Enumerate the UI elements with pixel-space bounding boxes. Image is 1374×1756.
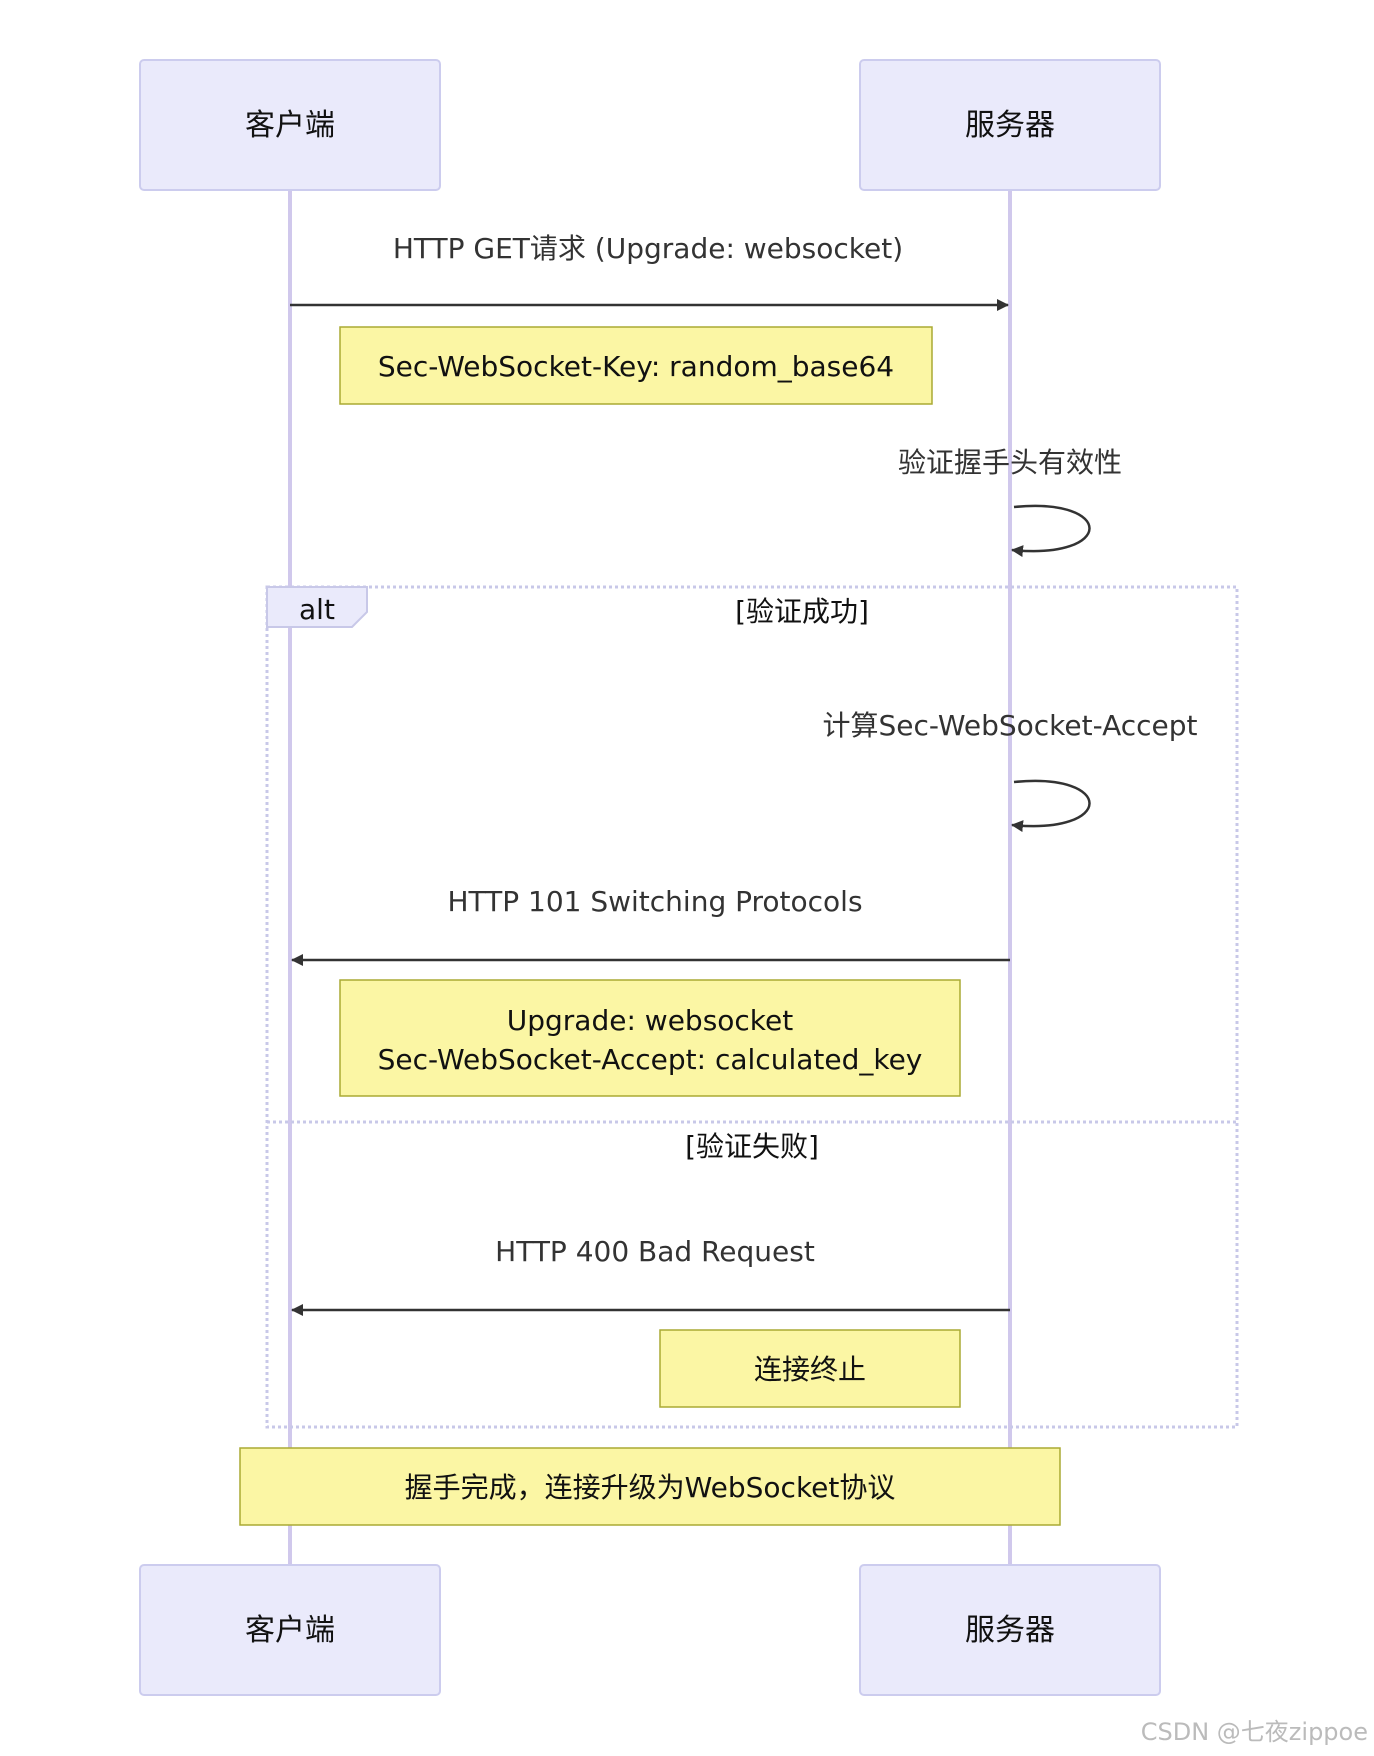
message-label-http-get: HTTP GET请求 (Upgrade: websocket) <box>393 232 903 265</box>
actor-client-top: 客户端 <box>139 59 441 191</box>
note-connection-terminated-text: 连接终止 <box>754 1353 866 1386</box>
note-upgrade-line-1: Upgrade: websocket <box>507 1004 794 1037</box>
actor-server-top: 服务器 <box>859 59 1161 191</box>
note-sec-websocket-key: Sec-WebSocket-Key: random_base64 <box>339 326 933 405</box>
note-upgrade-response: Upgrade: websocket Sec-WebSocket-Accept:… <box>339 979 961 1097</box>
alt-keyword: alt <box>299 593 335 626</box>
actor-client-bottom: 客户端 <box>139 1564 441 1696</box>
actor-server-bottom: 服务器 <box>859 1564 1161 1696</box>
note-upgrade-line-2: Sec-WebSocket-Accept: calculated_key <box>378 1043 923 1076</box>
watermark: CSDN @七夜zippoe <box>1141 1718 1368 1746</box>
alt-condition-failure: [验证失败] <box>685 1130 819 1163</box>
alt-fragment-frame <box>265 585 1239 1429</box>
note-handshake-complete: 握手完成，连接升级为WebSocket协议 <box>239 1447 1061 1526</box>
actor-server-top-label: 服务器 <box>965 108 1055 143</box>
note-connection-terminated: 连接终止 <box>659 1329 961 1408</box>
message-label-validate-headers: 验证握手头有效性 <box>898 446 1122 479</box>
alt-fragment: alt [验证成功] [验证失败] <box>265 585 1239 1429</box>
message-arrow-validate-headers <box>1011 504 1091 558</box>
actor-client-top-label: 客户端 <box>245 108 335 143</box>
alt-condition-success: [验证成功] <box>735 595 869 628</box>
note-handshake-complete-text: 握手完成，连接升级为WebSocket协议 <box>405 1471 896 1504</box>
alt-keyword-tab <box>266 586 368 628</box>
message-label-http-101: HTTP 101 Switching Protocols <box>447 885 862 918</box>
message-label-http-400: HTTP 400 Bad Request <box>495 1235 815 1268</box>
note-sec-websocket-key-text: Sec-WebSocket-Key: random_base64 <box>378 350 894 383</box>
message-label-compute-accept: 计算Sec-WebSocket-Accept <box>822 709 1197 742</box>
actor-server-bottom-label: 服务器 <box>965 1613 1055 1648</box>
actor-client-bottom-label: 客户端 <box>245 1613 335 1648</box>
message-arrow-compute-accept <box>1011 779 1091 833</box>
